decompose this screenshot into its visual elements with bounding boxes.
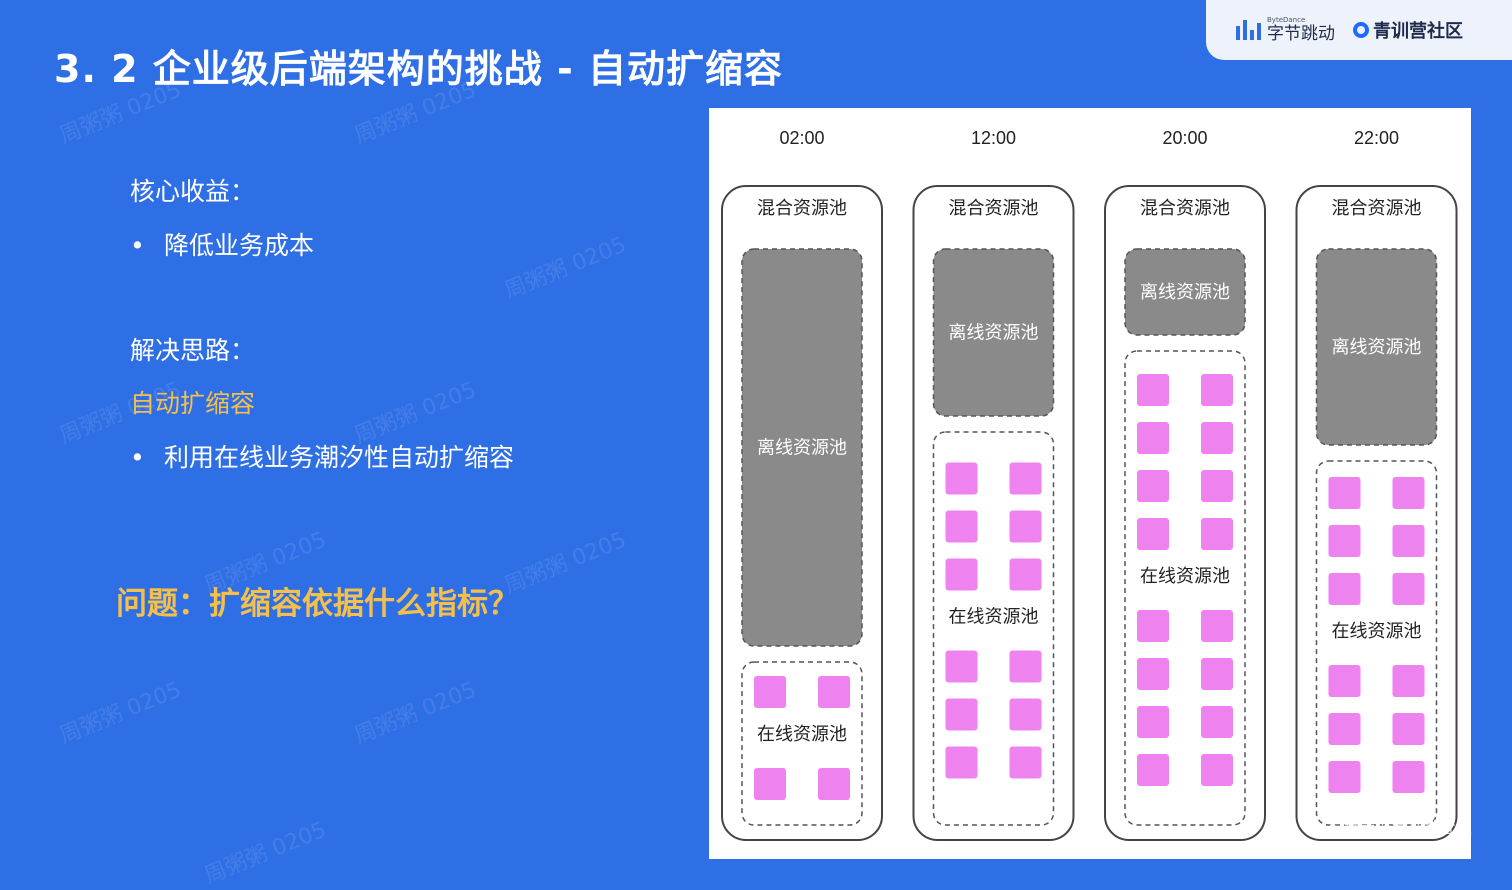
online-instance-block: [1201, 610, 1233, 642]
online-instance-block: [1137, 470, 1169, 502]
credit-text: @稀土掘金技术社区: [1328, 818, 1473, 837]
online-instance-block: [1137, 754, 1169, 786]
benefit-item-text: 降低业务成本: [164, 231, 315, 260]
online-instance-block: [1328, 525, 1361, 557]
online-instance-block: [1137, 610, 1169, 642]
online-pool-label: 在线资源池: [1332, 621, 1422, 642]
online-instance-block: [1328, 761, 1361, 793]
online-instance-block: [1201, 422, 1233, 454]
bytedance-logo: ByteDance 字节跳动: [1236, 17, 1335, 43]
online-instance-block: [1392, 713, 1425, 745]
online-instance-block: [945, 462, 978, 495]
online-instance-block: [1009, 510, 1042, 543]
offline-pool-label: 离线资源池: [1332, 337, 1422, 358]
offline-pool-box: [1124, 248, 1246, 336]
approach-heading: 解决思路：: [130, 336, 256, 365]
online-instance-block: [945, 558, 978, 591]
online-instance-block: [1137, 374, 1169, 406]
approach-highlight: 自动扩缩容: [130, 389, 256, 418]
mixed-pool-label: 混合资源池: [1332, 198, 1422, 219]
bytedance-en-label: ByteDance: [1267, 16, 1306, 24]
online-instance-block: [1392, 573, 1425, 605]
online-instance-block: [1328, 477, 1361, 509]
watermark: 周粥粥 0205: [500, 232, 630, 305]
bytedance-cn-label: 字节跳动: [1267, 24, 1335, 44]
time-label: 22:00: [1354, 128, 1399, 148]
benefit-item: • 降低业务成本: [130, 226, 314, 262]
online-instance-block: [1328, 665, 1361, 697]
offline-pool-label: 离线资源池: [1140, 282, 1230, 303]
watermark: 周粥粥 0205: [350, 677, 480, 750]
online-instance-block: [1137, 518, 1169, 550]
time-label: 20:00: [1162, 128, 1207, 148]
online-instance-block: [1328, 713, 1361, 745]
online-instance-block: [1009, 558, 1042, 591]
online-pool-label: 在线资源池: [1140, 566, 1230, 587]
bullet-dot: •: [130, 443, 145, 472]
online-instance-block: [1137, 658, 1169, 690]
offline-pool-box: [741, 248, 863, 647]
time-label: 12:00: [971, 128, 1016, 148]
resource-pool-diagram: 02:00 混合资源池离线资源池在线资源池 12:00 混合资源池离线资源池在线资源池…: [709, 108, 1471, 859]
online-instance-block: [1137, 706, 1169, 738]
online-instance-block: [1137, 422, 1169, 454]
online-instance-block: [1201, 658, 1233, 690]
mixed-pool-label: 混合资源池: [757, 198, 847, 219]
online-instance-block: [945, 650, 978, 683]
online-instance-block: [1201, 470, 1233, 502]
online-instance-block: [1201, 754, 1233, 786]
ring-icon: [1353, 22, 1369, 38]
online-instance-block: [1009, 746, 1042, 779]
watermark: 周粥粥 0205: [55, 677, 185, 750]
watermark: 周粥粥 0205: [200, 817, 330, 890]
offline-pool-label: 离线资源池: [757, 438, 847, 459]
online-instance-block: [1201, 374, 1233, 406]
time-label: 02:00: [779, 128, 824, 148]
approach-item: • 利用在线业务潮汐性自动扩缩容: [130, 438, 514, 474]
online-pool-label: 在线资源池: [757, 724, 847, 745]
question-text: 问题：扩缩容依据什么指标？: [116, 586, 519, 622]
online-instance-block: [1009, 462, 1042, 495]
online-instance-block: [1392, 477, 1425, 509]
online-instance-block: [1009, 650, 1042, 683]
online-instance-block: [818, 768, 850, 800]
online-pool-label: 在线资源池: [949, 607, 1039, 628]
online-instance-block: [1392, 525, 1425, 557]
offline-pool-box: [932, 248, 1055, 417]
online-instance-block: [754, 676, 786, 708]
online-instance-block: [1201, 706, 1233, 738]
online-instance-block: [1392, 665, 1425, 697]
bytedance-bars-icon: [1236, 20, 1261, 40]
qingxun-logo: 青训营社区: [1353, 17, 1463, 43]
online-instance-block: [1009, 698, 1042, 731]
approach-item-text: 利用在线业务潮汐性自动扩缩容: [164, 443, 515, 472]
qingxun-label: 青训营社区: [1373, 21, 1463, 42]
slide-title: 3. 2 企业级后端架构的挑战 - 自动扩缩容: [54, 47, 784, 91]
online-instance-block: [1392, 761, 1425, 793]
offline-pool-label: 离线资源池: [949, 323, 1039, 344]
online-instance-block: [754, 768, 786, 800]
mixed-pool-label: 混合资源池: [949, 198, 1039, 219]
online-instance-block: [945, 698, 978, 731]
online-instance-block: [1328, 573, 1361, 605]
online-instance-block: [1201, 518, 1233, 550]
online-instance-block: [818, 676, 850, 708]
offline-pool-box: [1315, 248, 1438, 446]
online-instance-block: [945, 746, 978, 779]
bullet-dot: •: [130, 231, 145, 260]
online-instance-block: [945, 510, 978, 543]
brand-banner: ByteDance 字节跳动 青训营社区: [1206, 0, 1512, 60]
mixed-pool-label: 混合资源池: [1140, 198, 1230, 219]
benefit-heading: 核心收益：: [130, 177, 256, 206]
